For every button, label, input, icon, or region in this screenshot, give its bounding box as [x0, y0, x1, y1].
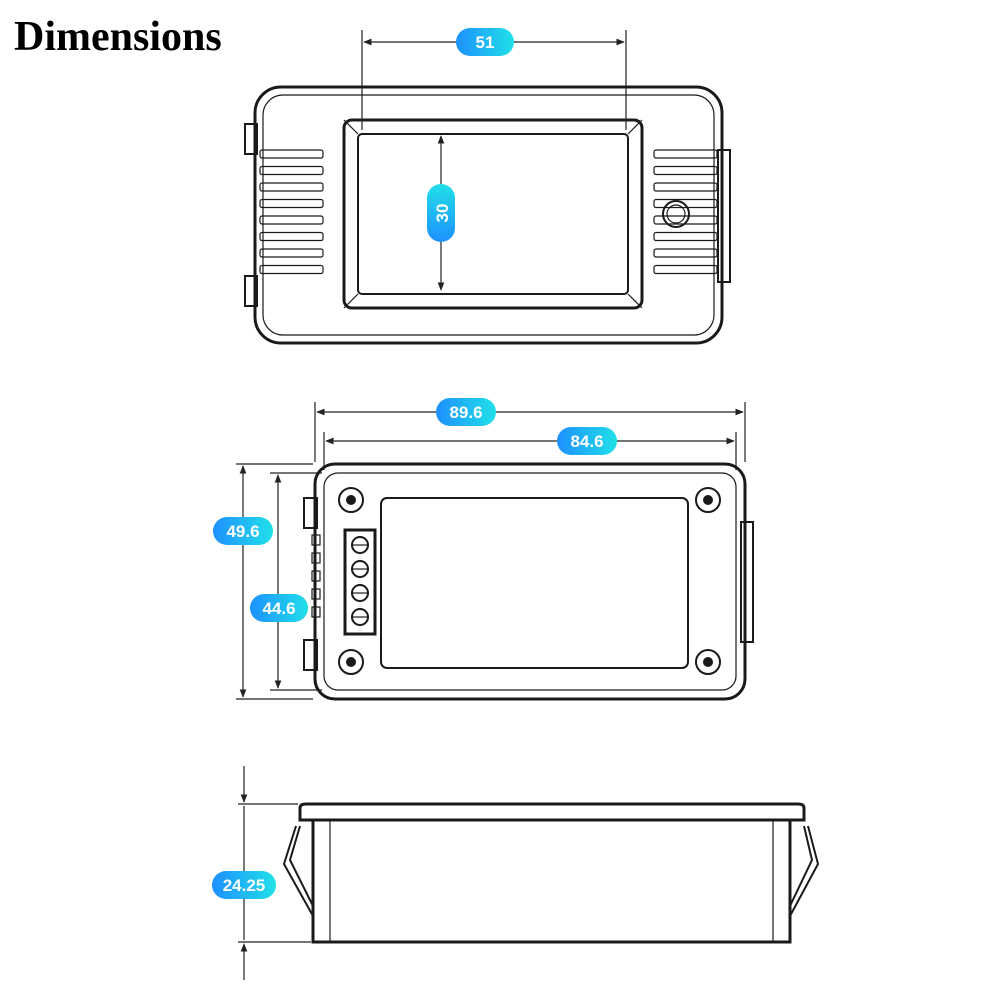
- dim-label-30: 30: [433, 204, 452, 223]
- dim-body-height: 44.6: [250, 472, 322, 691]
- push-button: [662, 200, 690, 228]
- side-flange: [298, 802, 806, 822]
- dim-label-89-6: 89.6: [449, 403, 482, 422]
- dim-label-24-25: 24.25: [223, 876, 266, 895]
- left-vents: [259, 149, 324, 275]
- side-body: [311, 818, 792, 944]
- back-housing-inner: [323, 472, 737, 691]
- right-tab: [717, 149, 731, 283]
- screws: [338, 487, 721, 675]
- dim-label-51: 51: [476, 33, 495, 52]
- left-clip-bottom: [244, 275, 258, 307]
- dim-pill-49-6: [213, 517, 273, 545]
- dim-body-width: 84.6: [323, 427, 737, 470]
- display-frame-outer: [342, 118, 644, 310]
- dim-overall-height: 49.6: [213, 463, 313, 700]
- dim-display-width: 51: [361, 28, 627, 130]
- left-notches: [311, 534, 321, 618]
- front-housing-inner: [262, 94, 715, 336]
- back-housing-outer: [313, 462, 747, 701]
- dim-pill-89-6: [436, 398, 496, 426]
- terminal-screws: [351, 536, 369, 626]
- right-vents: [653, 149, 718, 275]
- dim-pill-84-6: [557, 427, 617, 455]
- back-right-tab: [740, 521, 754, 643]
- front-view: [244, 85, 731, 345]
- display-frame-inner: [357, 133, 629, 295]
- dim-label-49-6: 49.6: [226, 522, 259, 541]
- dim-pill-44-6: [250, 594, 308, 622]
- dim-label-84-6: 84.6: [570, 432, 603, 451]
- dim-display-height: 30: [427, 135, 455, 291]
- back-panel: [380, 497, 689, 669]
- side-view: [282, 802, 820, 944]
- dim-depth: 24.25: [212, 766, 311, 980]
- page-title: Dimensions: [14, 14, 222, 60]
- dim-pill-51: [456, 28, 514, 56]
- dim-pill-30: [427, 184, 455, 242]
- dim-pill-24-25: [212, 871, 276, 899]
- dim-label-44-6: 44.6: [262, 599, 295, 618]
- back-view: [303, 462, 754, 701]
- terminal-block: [343, 528, 377, 636]
- dim-overall-width: 89.6: [314, 398, 746, 462]
- left-clip-top: [244, 123, 258, 155]
- front-housing-outer: [253, 85, 724, 345]
